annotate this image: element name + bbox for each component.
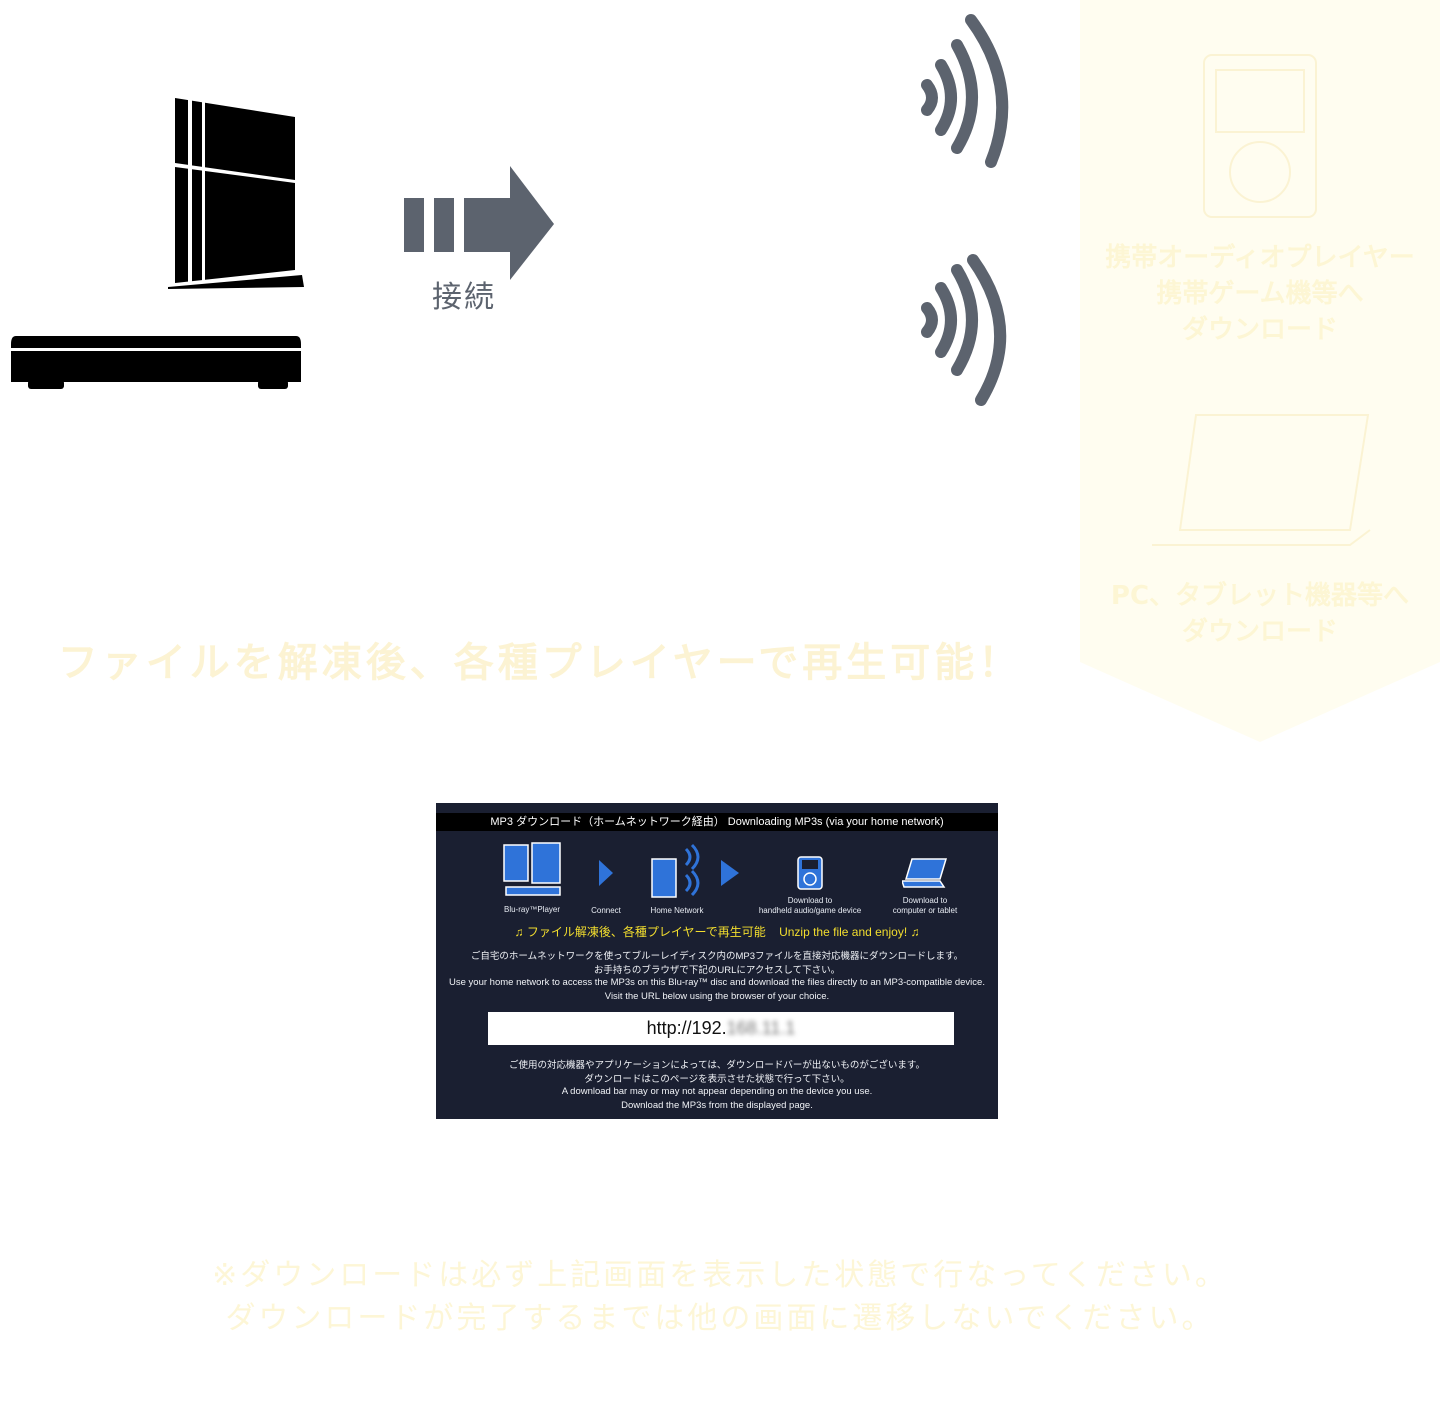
screen-instruction-line: Use your home network to access the MP3s… [449, 977, 985, 988]
connect-arrow-icon [404, 166, 554, 280]
bluray-player-icon [11, 336, 301, 389]
url-prefix: http://192. [646, 1018, 727, 1038]
download-screen-image: MP3 ダウンロード（ホームネットワーク経由） Downloading MP3s… [436, 803, 998, 1119]
wifi-signal-icon [921, 254, 1007, 406]
computer-label: Download to computer or tablet [892, 896, 958, 915]
enjoy-en: Unzip the file and enjoy! [779, 925, 908, 939]
audio-player-icon [797, 856, 823, 890]
handheld-label: Download to handheld audio/game device [758, 896, 862, 915]
enjoy-banner: ♫ ファイル解凍後、各種プレイヤーで再生可能 Unzip the file an… [436, 923, 998, 940]
wifi-signal-icon [921, 14, 1009, 168]
screen-title: MP3 ダウンロード（ホームネットワーク経由） Downloading MP3s… [436, 813, 998, 831]
screen-note-line: Download the MP3s from the displayed pag… [621, 1100, 813, 1111]
network-label: Home Network [650, 906, 704, 915]
connect-screen-label: Connect [591, 906, 621, 915]
pc-download-text: PC、タブレット機器等へ ダウンロード [1110, 581, 1410, 647]
main-caption: ファイルを解凍後、各種プレイヤーで再生可能！ [57, 640, 1023, 686]
screen-instruction-line: お手持ちのブラウザで下記のURLにアクセスして下さい。 [593, 965, 841, 976]
arrow-icon [721, 860, 739, 886]
url-hidden: 168.11.1 [726, 1018, 796, 1038]
screen-note-line: A download bar may or may not appear dep… [561, 1086, 873, 1097]
laptop-icon [902, 858, 948, 888]
screen-note-line: ダウンロードはこのページを表示させた状態で行って下さい。 [584, 1074, 850, 1085]
footer-note: ※ダウンロードは必ず上記画面を表示した状態で行なってください。 ダウンロードが完… [212, 1258, 1228, 1336]
arrow-icon [599, 860, 613, 886]
music-note-icon: ♫ [910, 925, 920, 939]
game-console-icon [168, 98, 304, 289]
router-icon [651, 843, 700, 898]
console-icon [503, 842, 561, 896]
url-field: http://192.168.11.1 [488, 1012, 954, 1045]
screen-instruction-line: Visit the URL below using the browser of… [604, 991, 830, 1002]
screen-instruction-line: ご自宅のホームネットワークを使ってブルーレイディスク内のMP3ファイルを直接対応… [470, 951, 964, 962]
audio-device-download-text: 携帯オーディオプレイヤー 携帯ゲーム機等へ ダウンロード [1105, 243, 1415, 345]
download-target-panel [1080, 0, 1440, 742]
connect-label: 接続 [432, 280, 496, 315]
music-note-icon: ♫ [514, 925, 524, 939]
enjoy-jp: ファイル解凍後、各種プレイヤーで再生可能 [526, 925, 766, 939]
player-label: Blu-ray™Player [503, 905, 560, 914]
screen-note-line: ご使用の対応機器やアプリケーションによっては、ダウンロードバーが出ないものがござ… [509, 1060, 925, 1071]
